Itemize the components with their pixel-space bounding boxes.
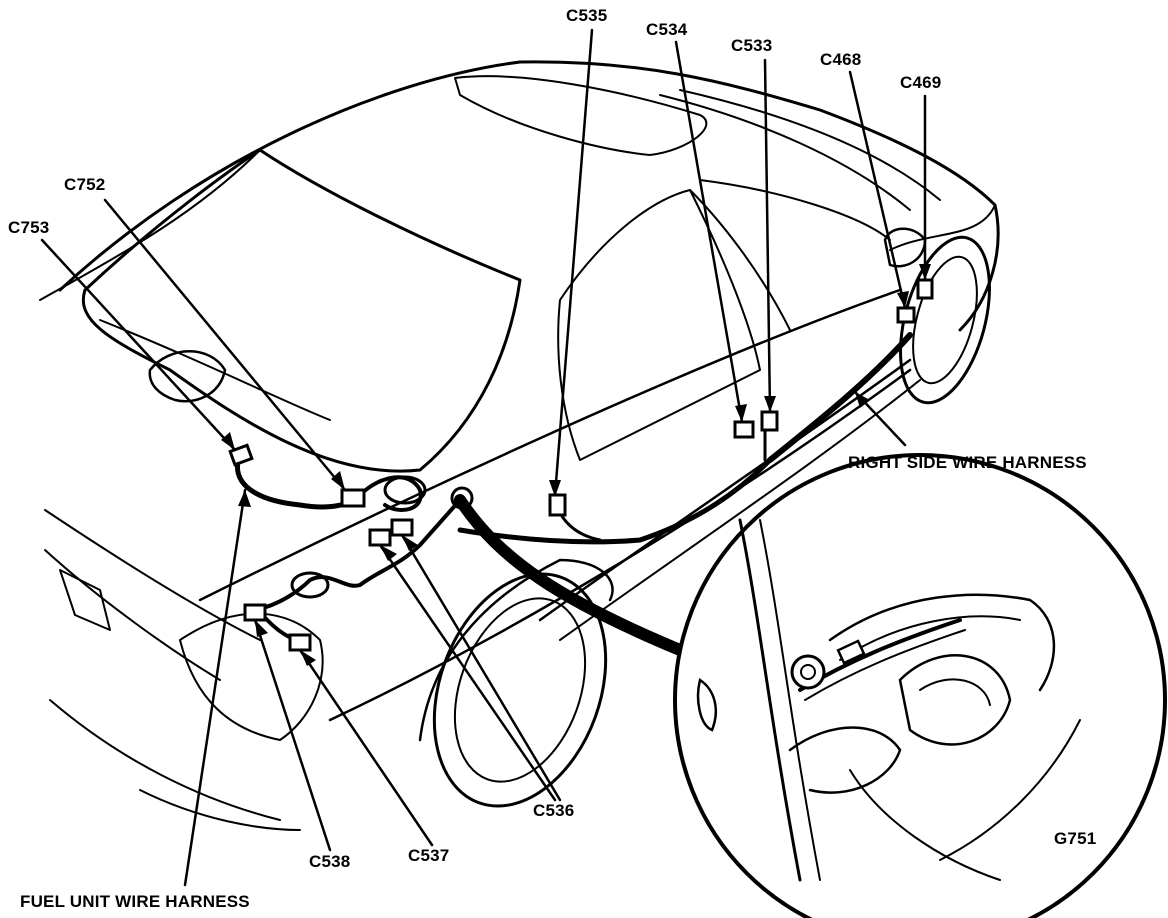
harness-grommet-top bbox=[383, 475, 427, 505]
front-door-window bbox=[699, 179, 891, 241]
leader-c534 bbox=[674, 40, 744, 424]
rear-side-window bbox=[557, 189, 761, 461]
sunroof bbox=[454, 75, 708, 156]
label-c538: C538 bbox=[309, 852, 351, 871]
rear-bumper-2 bbox=[44, 549, 221, 681]
rear-bumper bbox=[44, 509, 261, 641]
leader-c468 bbox=[848, 70, 907, 310]
connector-c536-a bbox=[368, 528, 392, 547]
front-wheel-inner bbox=[912, 255, 978, 385]
rear-window-outline bbox=[81, 148, 522, 473]
arrowhead-c536-a bbox=[380, 545, 397, 561]
rear-lower-2 bbox=[139, 789, 301, 831]
trunk-crease bbox=[99, 319, 331, 421]
connector-c538 bbox=[243, 603, 267, 622]
connector-c537 bbox=[288, 633, 312, 652]
front-fender bbox=[889, 204, 996, 251]
body-beltline bbox=[198, 288, 902, 602]
leader-c536-b bbox=[400, 533, 562, 802]
arrowhead-c535 bbox=[549, 480, 561, 497]
rear-wheel-inner bbox=[453, 597, 587, 783]
leader-c753 bbox=[40, 238, 237, 452]
car-roof-outline bbox=[58, 60, 1000, 332]
label-c753: C753 bbox=[8, 218, 50, 237]
ground-bolt-rear bbox=[450, 486, 474, 510]
label-g751: G751 bbox=[1054, 829, 1097, 848]
detail-wheelhouse-2 bbox=[919, 678, 991, 706]
trunk-edge bbox=[39, 149, 261, 301]
detail-circle bbox=[673, 453, 1167, 918]
connector-c536-b bbox=[390, 518, 414, 537]
rear-emblem bbox=[59, 569, 111, 631]
connector-c469 bbox=[916, 278, 934, 300]
detail-curve-right bbox=[939, 719, 1081, 861]
connector-c752 bbox=[340, 488, 366, 508]
detail-wheelhouse bbox=[898, 654, 1012, 746]
connector-c534 bbox=[733, 420, 755, 439]
rocker-panel-2 bbox=[559, 379, 921, 641]
detail-harness-2 bbox=[804, 629, 966, 701]
arrowhead-c753 bbox=[221, 432, 235, 450]
connector-c468 bbox=[896, 306, 916, 324]
tail-lamp bbox=[179, 612, 324, 741]
leader-c536-a bbox=[378, 543, 557, 802]
detail-floor bbox=[788, 726, 902, 794]
arrowhead-c469 bbox=[919, 264, 931, 280]
label-right-harness: RIGHT SIDE WIRE HARNESS bbox=[848, 453, 1087, 472]
trunk-grommet bbox=[290, 571, 330, 599]
rocker-panel bbox=[538, 358, 912, 622]
roof-line-right bbox=[659, 94, 911, 211]
roof-line-right-2 bbox=[679, 89, 941, 201]
connector-c533 bbox=[760, 410, 779, 432]
arrowhead-c533 bbox=[764, 396, 776, 412]
leader-c535 bbox=[553, 28, 594, 497]
arrowhead-right-harness bbox=[855, 392, 870, 408]
leader-fuel-harness bbox=[183, 488, 247, 887]
leader-c537 bbox=[298, 648, 434, 847]
detail-curve-lower bbox=[849, 769, 1001, 881]
fuel-harness-lower bbox=[253, 498, 462, 612]
detail-side-opening bbox=[696, 677, 717, 732]
detail-connector bbox=[836, 639, 866, 665]
detail-pillar bbox=[738, 518, 802, 882]
connector-c535 bbox=[548, 493, 567, 517]
arrowhead-c534 bbox=[735, 404, 747, 422]
leader-c538 bbox=[253, 618, 332, 852]
b-pillar bbox=[689, 189, 791, 331]
arrowhead-c537 bbox=[300, 650, 316, 666]
label-c534: C534 bbox=[646, 20, 688, 39]
arrowhead-c752 bbox=[331, 471, 345, 490]
label-c752: C752 bbox=[64, 175, 106, 194]
label-c533: C533 bbox=[731, 36, 773, 55]
fuel-door bbox=[148, 350, 227, 403]
label-c535: C535 bbox=[566, 6, 608, 25]
right-harness-main bbox=[457, 457, 773, 545]
ground-bolt-g751 bbox=[790, 654, 826, 690]
rear-lower bbox=[49, 699, 281, 821]
label-c537: C537 bbox=[408, 846, 450, 865]
arrowhead-c468 bbox=[897, 291, 909, 308]
label-c469: C469 bbox=[900, 73, 942, 92]
right-harness-run bbox=[767, 332, 913, 463]
label-c468: C468 bbox=[820, 50, 862, 69]
ground-strap bbox=[454, 494, 686, 656]
label-c536: C536 bbox=[533, 801, 575, 820]
arrowhead-c538 bbox=[255, 620, 268, 637]
label-fuel-harness: FUEL UNIT WIRE HARNESS bbox=[20, 892, 250, 911]
arrowhead-fuel-harness bbox=[238, 490, 251, 507]
ground-bolt-center bbox=[800, 664, 816, 680]
arrowhead-c536-b bbox=[402, 535, 418, 551]
detail-pillar-2 bbox=[759, 519, 821, 881]
leader-c752 bbox=[103, 198, 347, 492]
leader-c533 bbox=[763, 58, 772, 414]
detail-panel-outer bbox=[828, 593, 1056, 692]
rear-wheel-outer bbox=[432, 572, 608, 808]
fuel-harness-loop bbox=[358, 475, 423, 512]
